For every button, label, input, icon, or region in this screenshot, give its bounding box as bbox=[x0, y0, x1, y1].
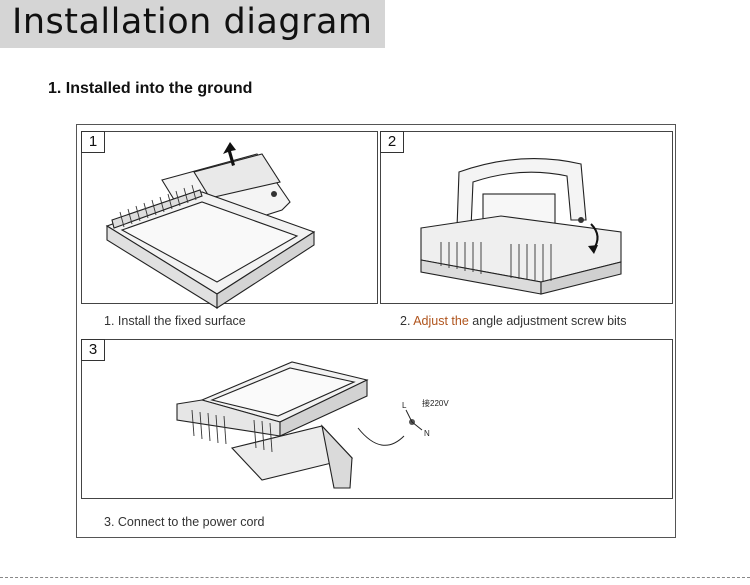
step-2-caption: 2. Adjust the angle adjustment screw bit… bbox=[400, 314, 627, 328]
title-banner: Installation diagram bbox=[0, 0, 385, 48]
step-3-number: 3 bbox=[81, 339, 105, 361]
step-3-illustration-panel: 3 L N 接220V bbox=[81, 339, 673, 499]
section-title: 1. Installed into the ground bbox=[48, 80, 253, 97]
floodlight-install-illustration bbox=[105, 142, 316, 310]
step-2-caption-highlight: Adjust the bbox=[413, 314, 469, 328]
live-wire-label: L bbox=[402, 401, 407, 410]
step-2-illustration-panel: 2 bbox=[380, 131, 673, 304]
step-2-number: 2 bbox=[380, 131, 404, 153]
step-2-caption-prefix: 2. bbox=[400, 314, 414, 328]
power-cord-illustration: L N 接220V bbox=[176, 361, 449, 489]
angle-adjustment-illustration bbox=[420, 158, 622, 295]
step-1-caption: 1. Install the fixed surface bbox=[104, 314, 246, 328]
step-3-caption: 3. Connect to the power cord bbox=[104, 515, 265, 529]
bottom-divider bbox=[0, 577, 750, 578]
neutral-wire-label: N bbox=[424, 429, 430, 438]
step-2-caption-suffix: angle adjustment screw bits bbox=[468, 314, 627, 328]
page-title: Installation diagram bbox=[12, 2, 373, 42]
step-1-illustration-panel: 1 bbox=[81, 131, 378, 310]
diagram-frame: 1 2 bbox=[76, 124, 676, 538]
step-1-number: 1 bbox=[81, 131, 105, 153]
voltage-label: 接220V bbox=[422, 398, 449, 408]
